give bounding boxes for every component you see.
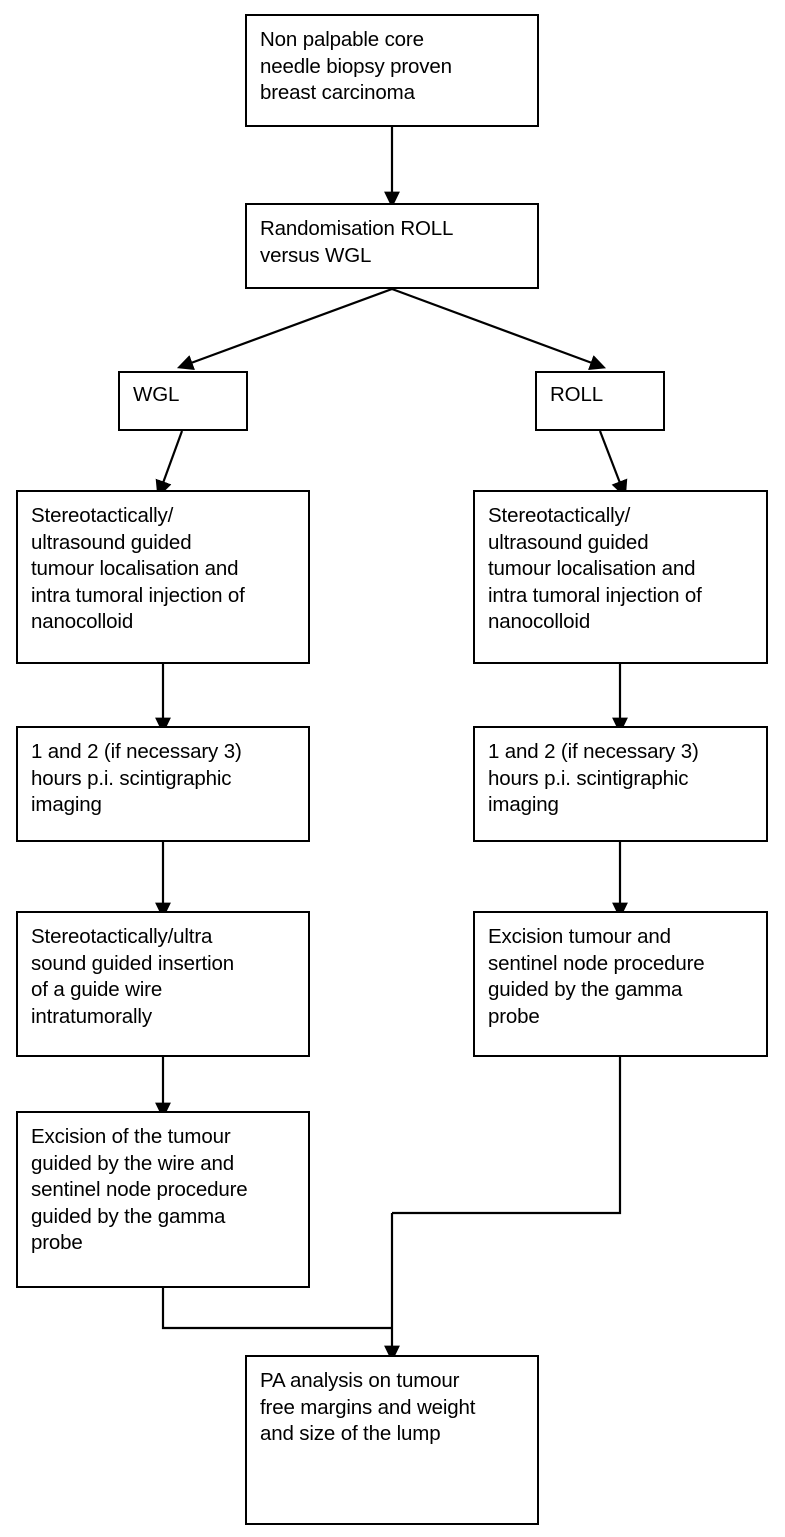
node-roll-localisation: Stereotactically/ ultrasound guided tumo… <box>473 490 768 664</box>
node-roll-imaging: 1 and 2 (if necessary 3) hours p.i. scin… <box>473 726 768 842</box>
node-wgl-excision: Excision of the tumour guided by the wir… <box>16 1111 310 1288</box>
node-randomisation: Randomisation ROLL versus WGL <box>245 203 539 289</box>
node-inclusion: Non palpable core needle biopsy proven b… <box>245 14 539 127</box>
edge-wgl-excision-to-pa <box>161 1288 392 1330</box>
edge-randomisation-to-wgl <box>176 287 393 370</box>
edge-randomisation-to-roll <box>391 287 607 370</box>
edge-wgl-to-wgl-localisation <box>155 430 184 499</box>
node-arm-wgl: WGL <box>118 371 248 431</box>
edge-roll-excision-to-pa <box>392 1057 622 1215</box>
node-roll-excision: Excision tumour and sentinel node proced… <box>473 911 768 1057</box>
node-wgl-wire: Stereotactically/ultra sound guided inse… <box>16 911 310 1057</box>
node-pa-analysis: PA analysis on tumour free margins and w… <box>245 1355 539 1525</box>
node-wgl-imaging: 1 and 2 (if necessary 3) hours p.i. scin… <box>16 726 310 842</box>
node-wgl-localisation: Stereotactically/ ultrasound guided tumo… <box>16 490 310 664</box>
node-arm-roll: ROLL <box>535 371 665 431</box>
edge-roll-to-roll-localisation <box>598 430 628 498</box>
